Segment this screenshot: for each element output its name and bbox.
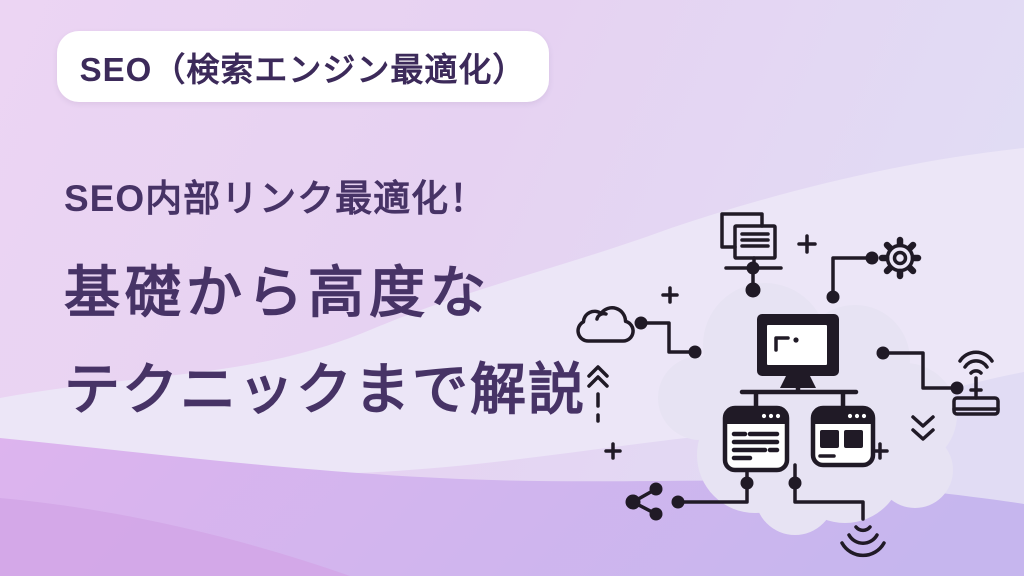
wifi-router-icon	[952, 350, 1000, 416]
title-subline: SEO内部リンク最適化！	[64, 178, 488, 219]
page-title: SEO内部リンク最適化！ 基礎から高度な テクニックまで解説	[64, 168, 586, 426]
wifi-signal-down-icon	[840, 525, 886, 558]
up-arrows-icon	[587, 365, 609, 423]
category-badge: SEO（検索エンジン最適化）	[57, 31, 549, 102]
category-badge-label: SEO（検索エンジン最適化）	[79, 50, 527, 88]
plus-marks	[604, 234, 889, 460]
share-icon	[625, 482, 663, 521]
cloud-connector-line	[634, 316, 702, 359]
share-connector-line	[671, 468, 754, 509]
network-tree-lines	[739, 385, 859, 413]
bottom-wave	[0, 438, 1024, 576]
image-window-icon	[810, 405, 876, 468]
title-main-line-1: 基礎から高度な	[64, 261, 491, 324]
gear-connector-line	[826, 251, 879, 304]
down-chevrons-icon	[911, 415, 935, 441]
network-illustration	[576, 212, 1000, 558]
gear-icon	[878, 236, 922, 280]
text-window-icon	[722, 405, 790, 473]
signal-connector-line	[788, 463, 865, 521]
router-connector-line	[876, 346, 964, 395]
document-connector-line	[724, 256, 783, 298]
monitor-icon	[757, 314, 839, 388]
title-main-line-2: テクニックまで解説	[64, 358, 586, 421]
bottom-corner-wave	[0, 498, 350, 576]
cloud-icon	[576, 306, 635, 343]
